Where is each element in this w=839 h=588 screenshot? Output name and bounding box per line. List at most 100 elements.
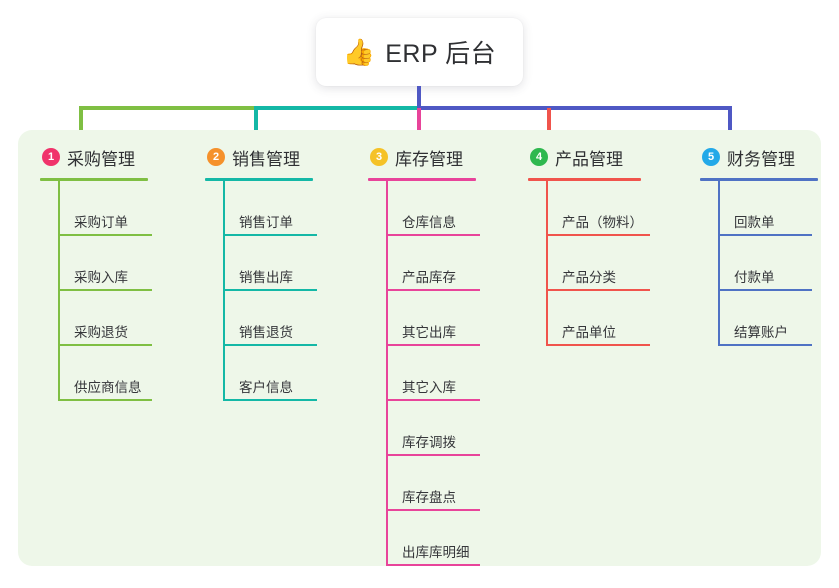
column-title: 销售管理	[232, 149, 300, 169]
list-item-label: 产品分类	[562, 269, 616, 285]
list-item-label: 结算账户	[734, 324, 788, 340]
column-item-list: 销售订单 销售出库 销售退货 客户信息	[223, 181, 355, 401]
list-item-underline	[225, 234, 317, 236]
list-item[interactable]: 销售出库	[225, 236, 355, 291]
column-title: 库存管理	[395, 149, 463, 169]
list-item[interactable]: 销售订单	[225, 181, 355, 236]
list-item[interactable]: 采购退货	[60, 291, 190, 346]
list-item-underline	[60, 289, 152, 291]
list-item[interactable]: 仓库信息	[388, 181, 518, 236]
list-item[interactable]: 库存盘点	[388, 456, 518, 511]
column-header[interactable]: 3 库存管理	[368, 144, 518, 170]
list-item-label: 其它入库	[402, 379, 456, 395]
column-header[interactable]: 1 采购管理	[40, 144, 190, 170]
column-badge: 3	[370, 148, 388, 166]
list-item-underline	[60, 344, 152, 346]
drop-connector-2	[254, 108, 258, 134]
column-item-list: 仓库信息 产品库存 其它出库 其它入库 库存调拨 库存盘点	[386, 181, 518, 566]
list-item-underline	[60, 234, 152, 236]
list-item-label: 销售退货	[239, 324, 293, 340]
list-item-label: 仓库信息	[402, 214, 456, 230]
column-item-list: 产品（物料） 产品分类 产品单位	[546, 181, 688, 346]
list-item[interactable]: 其它入库	[388, 346, 518, 401]
list-item-underline	[225, 289, 317, 291]
list-item-underline	[388, 234, 480, 236]
list-item[interactable]: 付款单	[720, 236, 839, 291]
list-item-underline	[720, 234, 812, 236]
list-item-underline	[225, 399, 317, 401]
list-item-underline	[388, 289, 480, 291]
bus-segment-5	[712, 106, 732, 110]
root-node-card[interactable]: 👍 ERP 后台	[316, 18, 523, 86]
column-sales-management: 2 销售管理 销售订单 销售出库 销售退货 客户信息	[205, 144, 355, 401]
column-underline	[528, 178, 641, 181]
list-item[interactable]: 产品单位	[548, 291, 688, 346]
list-item-label: 库存调拨	[402, 434, 456, 450]
column-item-list: 采购订单 采购入库 采购退货 供应商信息	[58, 181, 190, 401]
column-header[interactable]: 2 销售管理	[205, 144, 355, 170]
list-item[interactable]: 产品库存	[388, 236, 518, 291]
diagram-panel	[18, 130, 821, 566]
column-header[interactable]: 5 财务管理	[700, 144, 839, 170]
list-item-label: 销售出库	[239, 269, 293, 285]
list-item[interactable]: 产品分类	[548, 236, 688, 291]
list-item[interactable]: 库存调拨	[388, 401, 518, 456]
list-item[interactable]: 销售退货	[225, 291, 355, 346]
list-item-label: 客户信息	[239, 379, 293, 395]
column-badge: 4	[530, 148, 548, 166]
list-item-underline	[388, 564, 480, 566]
list-item-underline	[720, 289, 812, 291]
list-item-underline	[548, 234, 650, 236]
list-item-label: 采购退货	[74, 324, 128, 340]
list-item-underline	[225, 344, 317, 346]
list-item-underline	[388, 399, 480, 401]
column-underline	[700, 178, 818, 181]
column-underline	[368, 178, 476, 181]
list-item[interactable]: 其它出库	[388, 291, 518, 346]
column-header[interactable]: 4 产品管理	[528, 144, 688, 170]
list-item-label: 产品库存	[402, 269, 456, 285]
column-inventory-management: 3 库存管理 仓库信息 产品库存 其它出库 其它入库 库存调拨	[368, 144, 518, 566]
list-item-underline	[388, 344, 480, 346]
list-item-underline	[60, 399, 152, 401]
list-item-underline	[388, 454, 480, 456]
list-item-label: 库存盘点	[402, 489, 456, 505]
column-badge: 5	[702, 148, 720, 166]
thumbs-up-icon: 👍	[342, 37, 376, 67]
list-item[interactable]: 采购订单	[60, 181, 190, 236]
list-item[interactable]: 采购入库	[60, 236, 190, 291]
bus-segment-4	[547, 106, 714, 110]
column-item-list: 回款单 付款单 结算账户	[718, 181, 839, 346]
list-item[interactable]: 客户信息	[225, 346, 355, 401]
list-item-label: 产品（物料）	[562, 214, 643, 230]
column-purchase-management: 1 采购管理 采购订单 采购入库 采购退货 供应商信息	[40, 144, 190, 401]
list-item-label: 采购订单	[74, 214, 128, 230]
root-stem-connector	[417, 86, 421, 108]
list-item[interactable]: 结算账户	[720, 291, 839, 346]
list-item[interactable]: 回款单	[720, 181, 839, 236]
list-item[interactable]: 供应商信息	[60, 346, 190, 401]
list-item-label: 采购入库	[74, 269, 128, 285]
list-item-underline	[388, 509, 480, 511]
column-finance-management: 5 财务管理 回款单 付款单 结算账户	[700, 144, 839, 346]
list-item-label: 出库库明细	[402, 544, 470, 560]
list-item-label: 付款单	[734, 269, 775, 285]
root-node-title: ERP 后台	[385, 40, 497, 68]
list-item-label: 供应商信息	[74, 379, 142, 395]
bus-segment-3	[417, 106, 549, 110]
column-underline	[40, 178, 148, 181]
column-badge: 2	[207, 148, 225, 166]
list-item-label: 回款单	[734, 214, 775, 230]
list-item[interactable]: 产品（物料）	[548, 181, 688, 236]
list-item-label: 销售订单	[239, 214, 293, 230]
drop-connector-5	[728, 108, 732, 134]
column-underline	[205, 178, 313, 181]
column-title: 产品管理	[555, 149, 623, 169]
column-product-management: 4 产品管理 产品（物料） 产品分类 产品单位	[528, 144, 688, 346]
column-title: 采购管理	[67, 149, 135, 169]
bus-segment-1	[79, 106, 256, 110]
list-item[interactable]: 出库库明细	[388, 511, 518, 566]
list-item-label: 其它出库	[402, 324, 456, 340]
list-item-underline	[548, 289, 650, 291]
